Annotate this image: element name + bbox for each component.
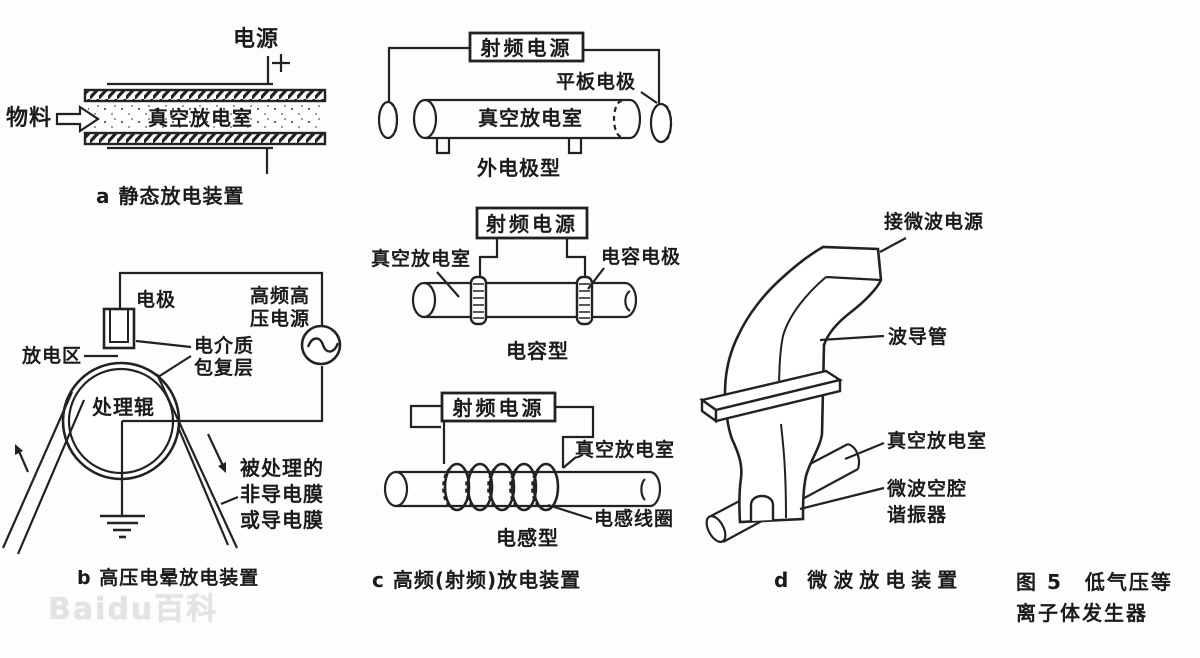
caption-c: c 高频(射频)放电装置 bbox=[372, 568, 582, 592]
caption-inductive: 电感型 bbox=[496, 526, 559, 550]
plasma-dots-region bbox=[88, 103, 322, 131]
chamber2-left-cap bbox=[411, 281, 437, 319]
static-chamber-label: 真空放电室 bbox=[148, 106, 253, 130]
waveguide-label: 波导管 bbox=[888, 326, 949, 348]
ac-source-symbol bbox=[300, 324, 342, 366]
external-electrode-drawing bbox=[377, 31, 673, 155]
material-feed-arrow-icon bbox=[55, 104, 100, 134]
corona-drawing bbox=[1, 271, 342, 555]
caption-external: 外电极型 bbox=[477, 156, 561, 180]
plate-electrode-label: 平板电极 bbox=[556, 71, 637, 93]
top-electrode-plate bbox=[83, 88, 327, 103]
chamber2-inner-lip bbox=[624, 290, 631, 312]
chamber1-back-edge bbox=[612, 99, 623, 139]
hv-circuit-bottom-wire bbox=[122, 366, 324, 423]
figure-caption: 图 5 低气压等 离子体发生器 bbox=[1016, 570, 1173, 625]
rf-source-box-2 bbox=[475, 206, 589, 240]
mw-power-label: 接微波电源 bbox=[884, 211, 985, 233]
film-direction-arrow-up-icon bbox=[15, 444, 30, 473]
chamber3-right-cap bbox=[649, 470, 662, 508]
plate-electrode-leader bbox=[640, 91, 658, 104]
cap-electrode-leader bbox=[587, 267, 605, 290]
film-right-outer bbox=[156, 373, 238, 549]
plus-sign bbox=[272, 54, 290, 72]
chamber3-inner-lip bbox=[640, 478, 646, 501]
resonator-leader bbox=[799, 486, 885, 511]
waveguide-crease-lower bbox=[780, 423, 787, 519]
left-disc-electrode bbox=[377, 100, 399, 140]
capacitive-electrode-label: 电容电极 bbox=[601, 246, 682, 268]
dielectric-label: 电介质 包复层 bbox=[194, 335, 255, 379]
band-left-ribs bbox=[473, 283, 484, 319]
caption-d: d 微波放电装置 bbox=[774, 568, 964, 592]
discharge-zone-label: 放电区 bbox=[22, 345, 83, 367]
waveguide-opening-edge bbox=[825, 275, 882, 282]
caption-a: a 静态放电装置 bbox=[96, 184, 245, 208]
waveguide-crease-upper bbox=[778, 276, 827, 394]
chamber1-leg-right bbox=[567, 138, 583, 155]
roller-label: 处理辊 bbox=[92, 395, 155, 419]
rf-source-label-1: 射频电源 bbox=[480, 36, 573, 60]
film-right-inner bbox=[176, 426, 230, 546]
bottom-electrode-plate bbox=[83, 131, 327, 146]
ind-left-wire-step bbox=[409, 404, 442, 429]
hv-source-label: 高频高 压电源 bbox=[250, 285, 311, 330]
right-electrode-wire bbox=[583, 48, 661, 105]
cap-right-wire bbox=[565, 238, 587, 278]
dielectric-leader-lower bbox=[157, 355, 192, 378]
external-chamber-label: 真空放电室 bbox=[478, 106, 583, 130]
chamber3-left-cap bbox=[383, 470, 409, 508]
coil-leader bbox=[547, 503, 593, 521]
waveguide-leader bbox=[819, 334, 885, 342]
film-left-outer bbox=[1, 391, 74, 549]
right-disc-electrode bbox=[649, 102, 673, 144]
chamber2-leader bbox=[436, 271, 460, 298]
corona-electrode-inner bbox=[109, 308, 129, 343]
film-direction-arrow-down-icon bbox=[207, 433, 226, 473]
rf-source-label-2: 射频电源 bbox=[486, 212, 578, 236]
left-electrode-wire bbox=[387, 46, 470, 103]
caption-capacitive: 电容型 bbox=[506, 339, 569, 363]
film-label: 被处理的 非导电膜 或导电膜 bbox=[240, 456, 324, 532]
mw-power-leader bbox=[879, 237, 907, 253]
material-label: 物料 bbox=[6, 106, 53, 131]
induction-coil bbox=[442, 462, 560, 512]
cap-left-wire bbox=[478, 238, 499, 278]
film-left-inner bbox=[16, 399, 86, 555]
power-label: 电源 bbox=[233, 27, 280, 52]
right-disc-rim bbox=[664, 104, 673, 142]
chamber3-leader bbox=[562, 456, 577, 469]
left-disc-rim bbox=[390, 102, 399, 138]
capacitive-drawing bbox=[411, 206, 638, 326]
static-device-drawing bbox=[55, 54, 327, 174]
corona-electrode-label: 电极 bbox=[136, 289, 177, 311]
ground-symbol-icon bbox=[100, 514, 145, 539]
coil-label: 电感线圈 bbox=[594, 508, 675, 530]
chamber1-left-cap bbox=[412, 98, 438, 140]
inductive-chamber-label: 真空放电室 bbox=[575, 439, 676, 461]
resonator-label: 微波空腔 谐振器 bbox=[887, 478, 968, 526]
microwave-chamber-label: 真空放电室 bbox=[887, 430, 988, 452]
chamber4-leader bbox=[844, 441, 885, 461]
dielectric-leader-upper bbox=[135, 339, 192, 349]
film-label-leader bbox=[220, 495, 239, 506]
waveguide-flange bbox=[699, 369, 844, 424]
microwave-drawing bbox=[699, 237, 907, 543]
capacitive-chamber-label: 真空放电室 bbox=[371, 248, 472, 270]
ac-sine-icon bbox=[306, 337, 340, 353]
hv-circuit-top-wire bbox=[118, 271, 324, 328]
chamber1-right-cap bbox=[629, 98, 642, 140]
baidu-baike-watermark: Baidu百科 bbox=[48, 592, 219, 627]
chamber2-right-cap bbox=[624, 281, 638, 319]
chamber1-leg-left bbox=[435, 138, 451, 155]
rf-source-label-3: 射频电源 bbox=[452, 396, 545, 420]
band-right-ribs bbox=[579, 283, 590, 319]
resonator-arch bbox=[749, 494, 775, 521]
inductive-drawing bbox=[383, 391, 662, 521]
caption-b: b 高压电晕放电装置 bbox=[77, 567, 260, 589]
ind-right-wire bbox=[555, 405, 595, 468]
